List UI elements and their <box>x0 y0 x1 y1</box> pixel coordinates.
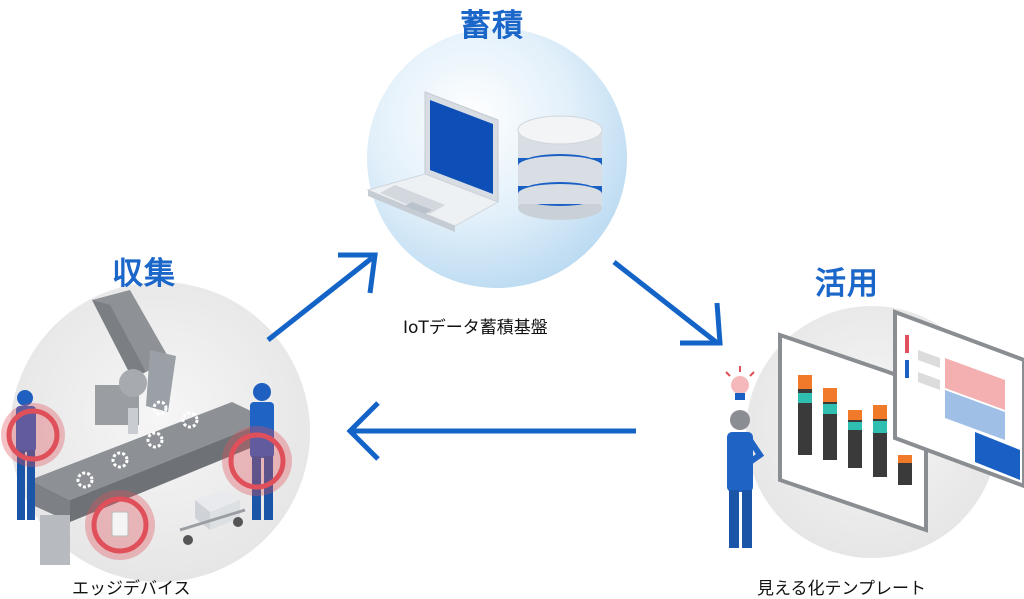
cycle-arrow-icon <box>346 401 636 461</box>
cycle-arrow-icon <box>266 252 378 342</box>
thinking-person-icon <box>727 410 765 548</box>
robot-arm-icon <box>92 290 176 434</box>
laptop-icon <box>366 91 500 232</box>
worker-icon <box>16 390 36 520</box>
sensor-ring-icon <box>85 490 155 560</box>
lightbulb-icon <box>725 366 755 400</box>
cycle-arrow-icon <box>612 260 723 346</box>
dashboard-icon <box>893 309 1024 489</box>
utilize-illustration <box>725 306 1024 558</box>
cart-boxes-icon <box>179 490 246 545</box>
accumulate-heading: 蓄積 <box>460 8 524 44</box>
database-icon <box>517 115 603 220</box>
edge-device-caption: エッジデバイス <box>72 579 191 599</box>
iot-platform-caption: IoTデータ蓄積基盤 <box>403 318 548 338</box>
collect-heading: 収集 <box>112 256 176 292</box>
collect-illustration <box>1 282 310 582</box>
utilize-heading: 活用 <box>815 266 879 302</box>
accumulate-illustration <box>366 28 627 288</box>
dashboard-icon <box>778 332 928 533</box>
sensor-ring-icon <box>1 403 65 467</box>
sensor-ring-icon <box>222 426 292 496</box>
visualization-template-caption: 見える化テンプレート <box>757 579 926 599</box>
